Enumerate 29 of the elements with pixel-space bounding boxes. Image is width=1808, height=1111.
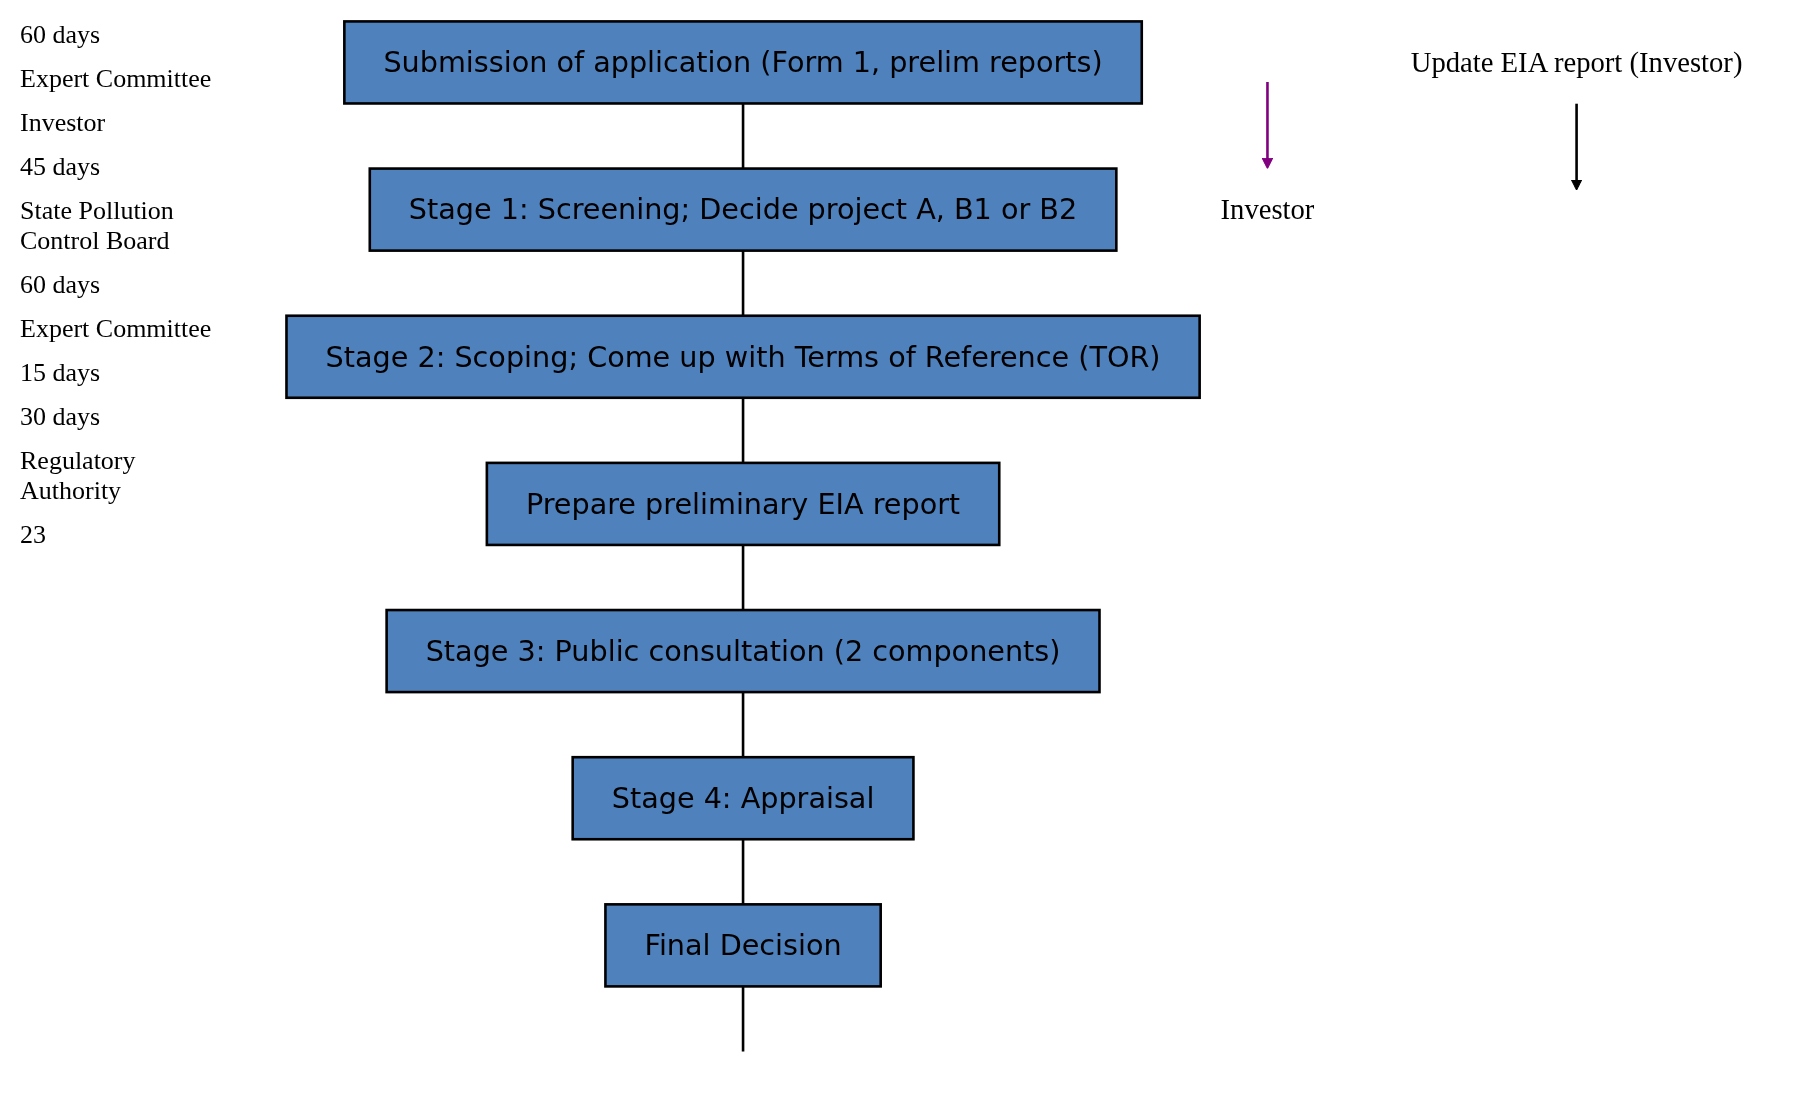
arrow [1570,102,1583,191]
note-text: Investor [20,108,107,138]
connector [741,102,745,169]
node-text: Investor [1220,192,1315,226]
connector [741,985,745,1051]
note-text: State Pollution Control Board [20,196,175,256]
arrow [1261,81,1274,169]
node-text: Update EIA report (Investor) [1410,45,1743,79]
note-text: 60 days [20,270,102,300]
node-box: Stage 3: Public consultation (2 components) [385,608,1101,693]
note-text: Expert Committee [20,64,213,94]
note-text: Expert Committee [20,314,213,344]
note-text: 23 [20,520,47,550]
note-text: 60 days [20,20,102,50]
note-text: 30 days [20,402,102,432]
node-box: Prepare preliminary EIA report [485,461,1001,546]
connector [741,691,745,757]
node-box: Stage 1: Screening; Decide project A, B1 or B2 [368,166,1118,252]
connector [741,838,745,904]
note-text: Regulatory Authority [20,446,137,506]
node-box: Stage 2: Scoping; Come up with Terms of Reference (TOR) [285,313,1201,399]
node-box: Submission of application (Form 1, prelim reports) [343,19,1144,105]
node-box: Final Decision [604,902,882,988]
connector [741,397,745,463]
note-text: 15 days [20,358,102,388]
connector [741,250,745,316]
connector [741,544,745,610]
node-box: Stage 4: Appraisal [571,755,915,841]
note-text: 45 days [20,152,102,182]
